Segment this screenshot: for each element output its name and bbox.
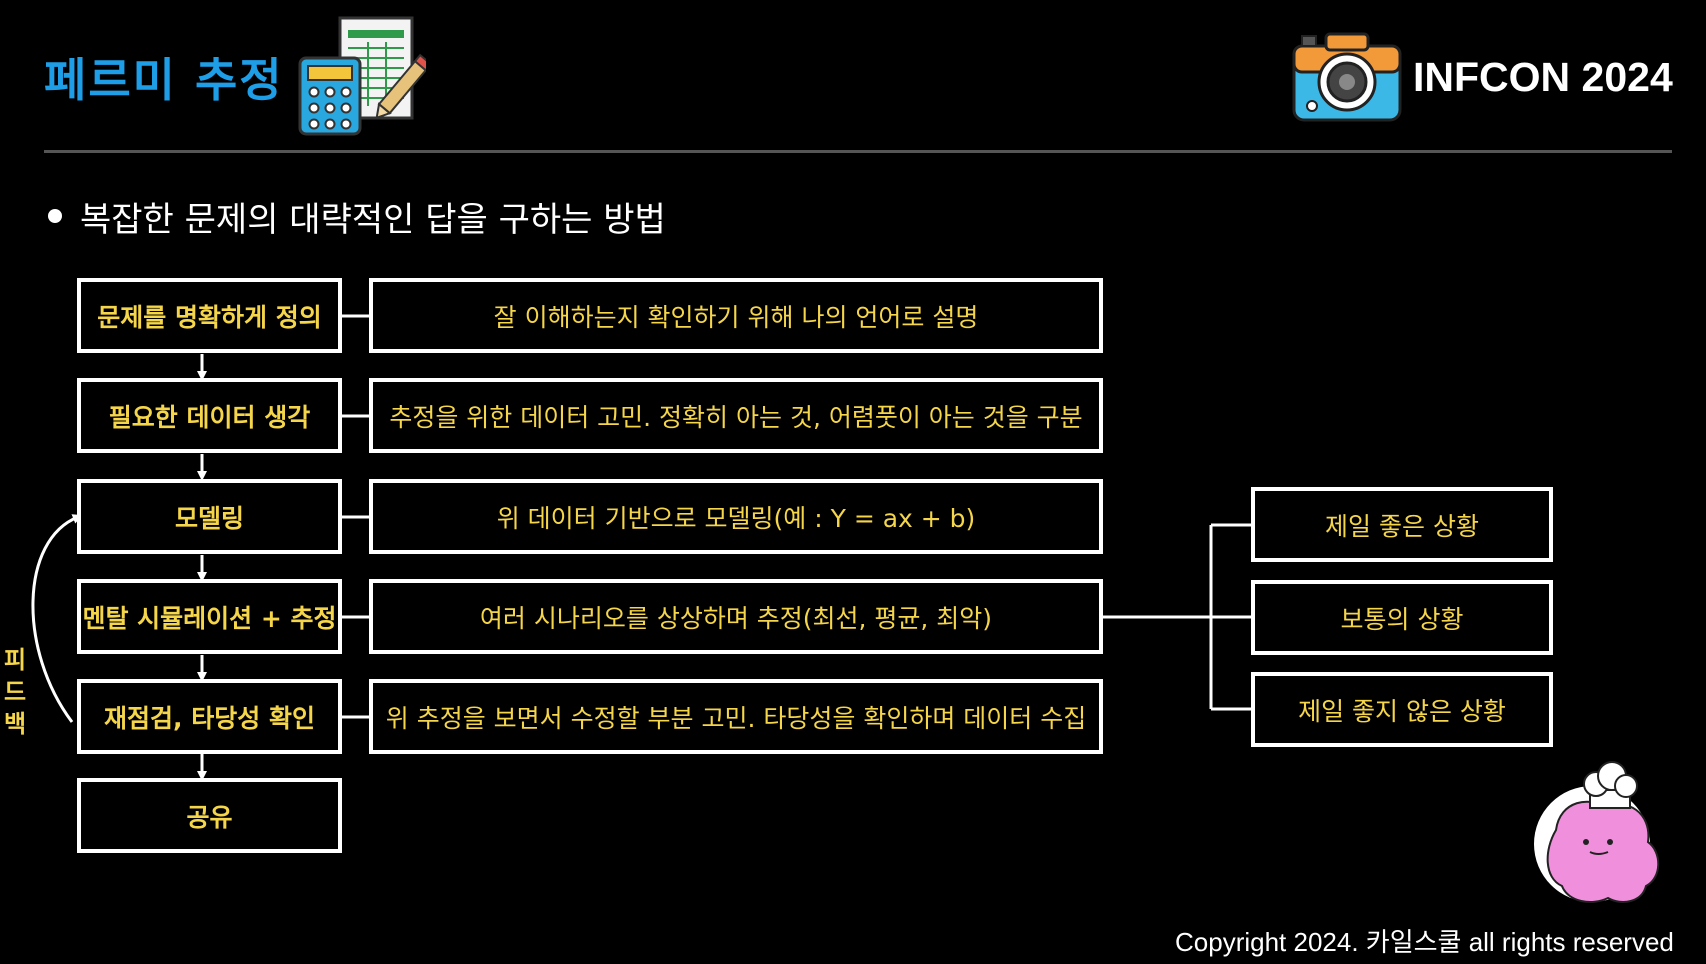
brand-title: INFCON 2024 (1413, 54, 1673, 100)
step-box-simulation: 멘탈 시뮬레이션 + 추정 (77, 579, 342, 654)
desc-text: 추정을 위한 데이터 고민. 정확히 아는 것, 어렴풋이 아는 것을 구분 (389, 402, 1083, 432)
scenario-box-best: 제일 좋은 상황 (1251, 487, 1553, 562)
step-label: 멘탈 시뮬레이션 + 추정 (82, 603, 337, 633)
scenario-text: 제일 좋지 않은 상황 (1298, 696, 1506, 726)
step-box-review: 재점검, 타당성 확인 (77, 679, 342, 754)
step-label: 공유 (186, 802, 233, 832)
desc-text: 위 데이터 기반으로 모델링(예 : Y = ax + b) (496, 503, 976, 533)
desc-text: 잘 이해하는지 확인하기 위해 나의 언어로 설명 (493, 302, 979, 332)
page-title: 페르미 추정 (44, 53, 284, 107)
header-divider (44, 150, 1672, 153)
desc-box-define: 잘 이해하는지 확인하기 위해 나의 언어로 설명 (369, 278, 1103, 353)
feedback-char: 백 (4, 710, 27, 738)
bullet-dot (48, 208, 62, 223)
scenario-text: 제일 좋은 상황 (1325, 511, 1479, 541)
copyright-text: Copyright 2024. 카일스쿨 all rights reserved (1175, 927, 1674, 957)
step-box-modeling: 모델링 (77, 479, 342, 554)
bullet-text: 복잡한 문제의 대략적인 답을 구하는 방법 (80, 200, 666, 240)
scenario-box-average: 보통의 상황 (1251, 580, 1553, 655)
scenario-box-worst: 제일 좋지 않은 상황 (1251, 672, 1553, 747)
bullet-item: 복잡한 문제의 대략적인 답을 구하는 방법 (48, 192, 666, 241)
camera-icon (1292, 32, 1402, 122)
step-box-define: 문제를 명확하게 정의 (77, 278, 342, 353)
step-label: 재점검, 타당성 확인 (104, 703, 315, 733)
step-label: 문제를 명확하게 정의 (97, 302, 322, 332)
desc-box-review: 위 추정을 보면서 수정할 부분 고민. 타당성을 확인하며 데이터 수집 (369, 679, 1103, 754)
feedback-char: 드 (4, 678, 27, 706)
desc-box-simulation: 여러 시나리오를 상상하며 추정(최선, 평균, 최악) (369, 579, 1103, 654)
chef-ditto-mascot-icon (1534, 761, 1660, 903)
scenario-text: 보통의 상황 (1340, 604, 1464, 634)
step-label: 모델링 (174, 503, 244, 533)
step-box-share: 공유 (77, 778, 342, 853)
calculator-spreadsheet-icon (298, 16, 426, 136)
desc-text: 위 추정을 보면서 수정할 부분 고민. 타당성을 확인하며 데이터 수집 (385, 703, 1087, 733)
feedback-label: 피 드 백 (4, 644, 26, 740)
feedback-char: 피 (4, 646, 27, 674)
step-box-data: 필요한 데이터 생각 (77, 378, 342, 453)
desc-box-data: 추정을 위한 데이터 고민. 정확히 아는 것, 어렴풋이 아는 것을 구분 (369, 378, 1103, 453)
desc-text: 여러 시나리오를 상상하며 추정(최선, 평균, 최악) (479, 603, 993, 633)
desc-box-modeling: 위 데이터 기반으로 모델링(예 : Y = ax + b) (369, 479, 1103, 554)
step-label: 필요한 데이터 생각 (108, 402, 311, 432)
